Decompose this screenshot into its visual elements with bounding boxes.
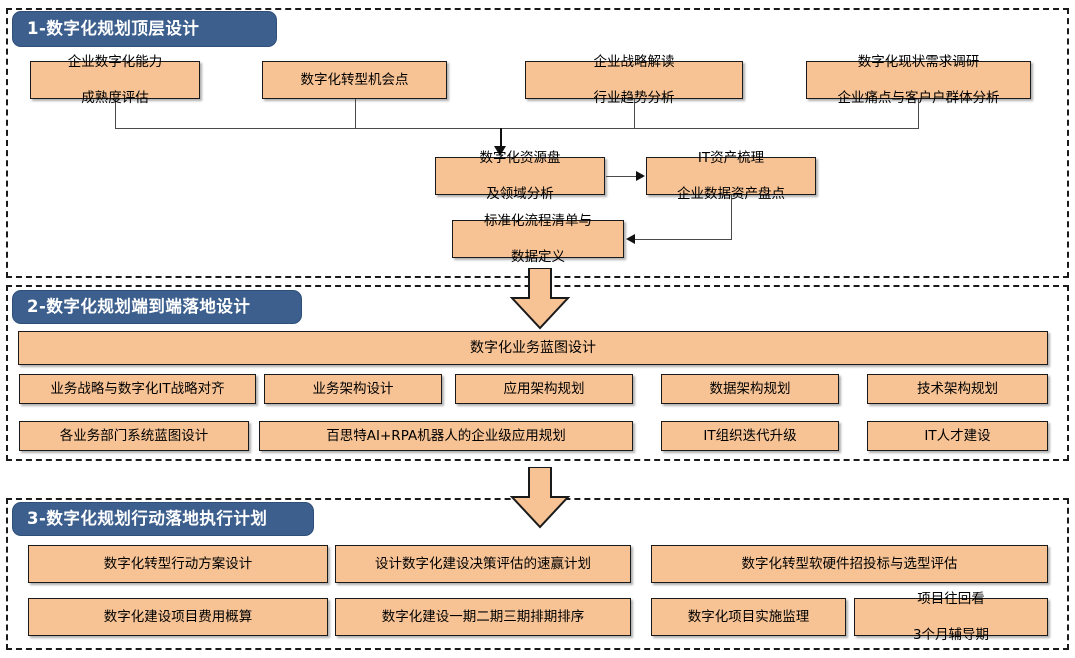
- box-line-1: 数字化现状需求调研: [857, 53, 980, 70]
- connector-asset-left: [635, 239, 732, 240]
- box-line-1: 数字化资源盘: [479, 149, 561, 166]
- box-line-1: 设计数字化建设决策评估的速赢计划: [375, 555, 591, 572]
- box-line-1: 数字化建设项目费用概算: [103, 608, 253, 625]
- flow-arrow-section2-to-section3: [509, 467, 571, 529]
- process-box-data-architecture[interactable]: 数据架构规划: [661, 374, 839, 404]
- process-box-strategy-interpretation[interactable]: 企业战略解读 行业趋势分析: [525, 54, 743, 106]
- box-line-1: 业务战略与数字化IT战略对齐: [50, 380, 225, 397]
- box-line-2: 成熟度评估: [81, 90, 149, 107]
- box-line-1: IT组织迭代升级: [703, 427, 797, 444]
- box-line-2: 及领域分析: [486, 186, 554, 203]
- process-box-it-talent-development[interactable]: IT人才建设: [867, 421, 1048, 451]
- process-box-transformation-action-plan[interactable]: 数字化转型行动方案设计: [28, 545, 328, 583]
- box-line-1: 业务架构设计: [312, 380, 394, 397]
- connector-asset-down: [731, 195, 732, 239]
- process-box-status-requirement-survey[interactable]: 数字化现状需求调研 企业痛点与客户户群体分析: [806, 54, 1031, 106]
- process-box-business-architecture[interactable]: 业务架构设计: [264, 374, 442, 404]
- connector-stub-1: [115, 99, 116, 129]
- box-line-1: 企业数字化能力: [67, 53, 163, 70]
- section-3-title: 3-数字化规划行动落地执行计划: [12, 502, 314, 536]
- box-line-1: 数字化业务蓝图设计: [470, 339, 596, 356]
- arrowhead-to-resource-box: [494, 146, 506, 156]
- process-box-project-supervision[interactable]: 数字化项目实施监理: [651, 598, 846, 636]
- box-line-1: 应用架构规划: [503, 380, 585, 397]
- process-box-enterprise-maturity[interactable]: 企业数字化能力 成熟度评估: [30, 54, 200, 106]
- connector-stub-2: [355, 99, 356, 129]
- box-line-1: 数字化转型软硬件招投标与选型评估: [741, 555, 958, 572]
- box-line-1: 数字化建设一期二期三期排期排序: [381, 608, 585, 625]
- process-box-it-asset-inventory[interactable]: IT资产梳理 企业数据资产盘点: [646, 150, 816, 202]
- process-box-ai-rpa-enterprise-application[interactable]: 百思特AI+RPA机器人的企业级应用规划: [259, 421, 633, 451]
- box-line-1: 数字化转型机会点: [300, 71, 409, 88]
- box-line-1: 数据架构规划: [709, 380, 791, 397]
- box-line-2: 数据定义: [511, 249, 565, 266]
- connector-resource-to-asset: [606, 176, 637, 177]
- box-line-1: 数字化转型行动方案设计: [103, 555, 253, 572]
- box-line-2: 3个月辅导期: [912, 627, 990, 644]
- box-line-1: 百思特AI+RPA机器人的企业级应用规划: [326, 427, 566, 444]
- flow-arrow-section1-to-section2: [509, 268, 571, 330]
- process-box-transformation-opportunities[interactable]: 数字化转型机会点: [262, 61, 447, 99]
- process-box-department-blueprint[interactable]: 各业务部门系统蓝图设计: [19, 421, 249, 451]
- box-line-1: 技术架构规划: [917, 380, 998, 397]
- process-box-phase-scheduling[interactable]: 数字化建设一期二期三期排期排序: [335, 598, 631, 636]
- process-box-technical-architecture[interactable]: 技术架构规划: [867, 374, 1048, 404]
- process-box-application-architecture[interactable]: 应用架构规划: [455, 374, 633, 404]
- connector-bus: [115, 128, 919, 129]
- box-line-1: 标准化流程清单与: [484, 212, 592, 229]
- box-line-1: 各业务部门系统蓝图设计: [59, 427, 209, 444]
- box-line-1: 企业战略解读: [593, 53, 675, 70]
- arrowhead-to-standard-process: [626, 233, 635, 244]
- process-box-quick-win-plan[interactable]: 设计数字化建设决策评估的速赢计划: [335, 545, 631, 583]
- box-line-2: 企业痛点与客户户群体分析: [837, 90, 1000, 107]
- box-line-1: 数字化项目实施监理: [687, 608, 810, 625]
- process-box-business-blueprint-banner[interactable]: 数字化业务蓝图设计: [18, 331, 1048, 365]
- box-line-1: IT资产梳理: [697, 149, 765, 166]
- process-box-project-cost-estimate[interactable]: 数字化建设项目费用概算: [28, 598, 328, 636]
- section-1-title: 1-数字化规划顶层设计: [12, 11, 277, 47]
- arrowhead-to-it-asset: [636, 170, 645, 181]
- section-2-title: 2-数字化规划端到端落地设计: [12, 290, 302, 324]
- connector-stub-4: [918, 99, 919, 129]
- box-line-1: 项目往回看: [917, 590, 985, 607]
- process-box-it-org-upgrade[interactable]: IT组织迭代升级: [661, 421, 839, 451]
- box-line-1: IT人才建设: [924, 427, 991, 444]
- process-box-hw-sw-tender-evaluation[interactable]: 数字化转型软硬件招投标与选型评估: [651, 545, 1048, 583]
- connector-main-down: [500, 128, 502, 151]
- process-box-project-review-coaching[interactable]: 项目往回看 3个月辅导期: [854, 591, 1048, 643]
- box-line-2: 行业趋势分析: [593, 90, 675, 107]
- box-line-2: 企业数据资产盘点: [677, 186, 785, 203]
- process-box-standard-process-list[interactable]: 标准化流程清单与 数据定义: [452, 213, 624, 265]
- connector-stub-3: [634, 99, 635, 129]
- process-box-digital-resource-inventory[interactable]: 数字化资源盘 及领域分析: [435, 150, 605, 202]
- process-box-strategy-alignment[interactable]: 业务战略与数字化IT战略对齐: [19, 374, 256, 404]
